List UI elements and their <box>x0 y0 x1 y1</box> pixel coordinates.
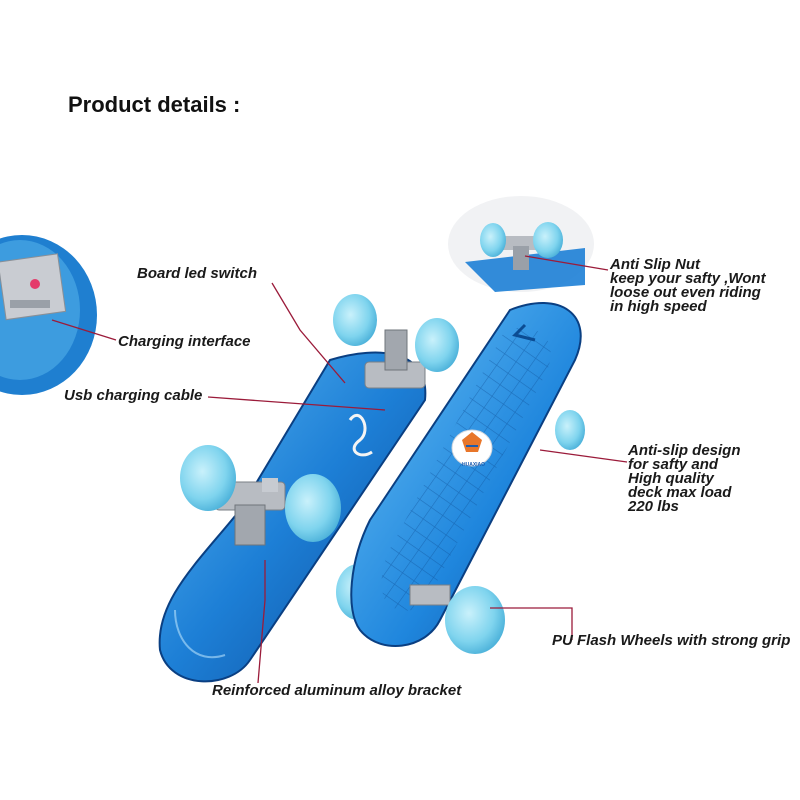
label-charging-interface: Charging interface <box>118 333 251 350</box>
callout-anti-slip-design <box>539 449 628 463</box>
anti-slip-nut-line-3: loose out even riding <box>610 284 761 301</box>
inset-nut-closeup <box>448 196 594 292</box>
right-skateboard <box>336 302 585 654</box>
callout-usb-cable <box>207 396 386 411</box>
anti-slip-design-line-1: Anti-slip design <box>628 442 741 459</box>
anti-slip-nut-line-1: Anti Slip Nut <box>610 256 700 273</box>
label-anti-slip-nut: Anti Slip Nut keep your safty ,Wont loos… <box>610 256 766 315</box>
callout-bracket <box>257 560 266 684</box>
inset-charging-closeup <box>0 235 97 395</box>
label-board-led-switch: Board led switch <box>137 265 258 282</box>
label-usb-charging-cable: Usb charging cable <box>64 387 203 404</box>
callout-board-led-switch <box>271 282 346 384</box>
anti-slip-design-line-3: High quality <box>628 470 714 487</box>
anti-slip-nut-line-2: keep your safty ,Wont <box>610 270 766 287</box>
logo-text: HUAXIAO <box>462 462 486 468</box>
callout-anti-slip-nut <box>524 255 609 271</box>
callout-lines <box>51 255 628 684</box>
callout-pu-wheels <box>490 607 573 640</box>
label-anti-slip-design: Anti-slip design for safty and High qual… <box>628 442 741 515</box>
left-skateboard <box>158 294 459 683</box>
label-aluminum-bracket: Reinforced aluminum alloy bracket <box>212 682 462 699</box>
anti-slip-nut-line-4: in high speed <box>610 298 707 315</box>
anti-slip-design-line-4: deck max load <box>628 484 732 501</box>
label-pu-flash-wheels: PU Flash Wheels with strong grip <box>552 632 791 649</box>
page-title: Product details : <box>68 92 241 117</box>
anti-slip-design-line-5: 220 lbs <box>628 498 679 515</box>
callout-charging-interface <box>51 319 117 341</box>
anti-slip-design-line-2: for safty and <box>628 456 719 473</box>
